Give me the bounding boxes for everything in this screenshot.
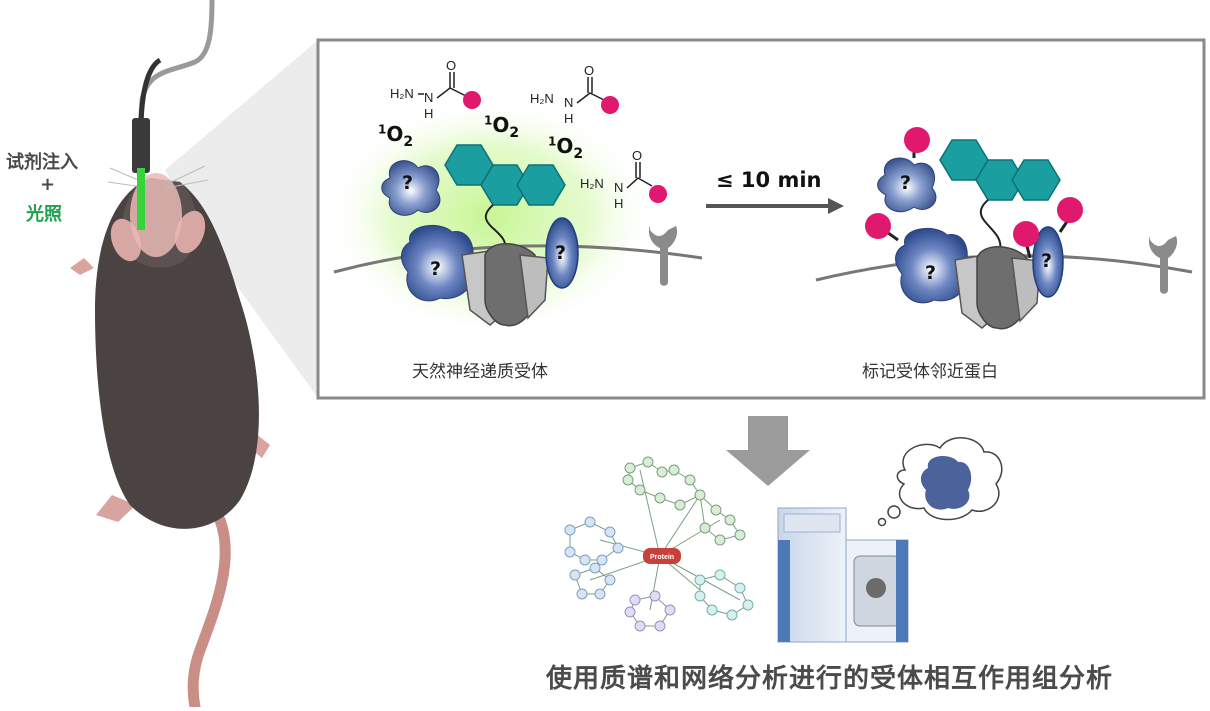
plus-label: +: [40, 174, 56, 195]
photocatalyst: [939, 139, 1061, 201]
unknown-mark: ?: [900, 172, 912, 194]
thought-bubble: [877, 437, 1003, 527]
svg-text:H₂N: H₂N: [390, 86, 414, 101]
zoom-projection: [165, 40, 318, 398]
illumination-label: 光照: [26, 204, 62, 225]
mouse-illustration: [70, 0, 270, 711]
singlet-oxygen-label: 1O2: [484, 113, 520, 141]
unknown-mark: ?: [1041, 250, 1053, 272]
left-caption: 天然神经递质受体: [412, 362, 548, 382]
svg-text:H: H: [424, 106, 433, 121]
singlet-oxygen-label: 1O2: [378, 122, 414, 150]
unknown-mark: ?: [430, 258, 442, 280]
svg-text:H₂N: H₂N: [580, 176, 604, 191]
bottom-caption: 使用质谱和网络分析进行的受体相互作用组分析: [546, 664, 1114, 694]
time-label: ≤ 10 min: [716, 168, 822, 192]
svg-text:O: O: [632, 148, 642, 163]
mass-spectrometer: [777, 507, 909, 643]
unknown-protein: [545, 217, 579, 289]
svg-text:H₂N: H₂N: [530, 91, 554, 106]
y-protein: [1148, 236, 1178, 294]
interaction-network: Protein: [564, 456, 754, 632]
svg-text:O: O: [446, 58, 456, 73]
hydrazide-probe: H₂N NH O: [390, 58, 481, 121]
svg-text:H: H: [614, 196, 623, 211]
network-hub: [643, 548, 681, 564]
hydrazide-probe: H₂N NH O: [530, 63, 619, 126]
receptor: [1011, 257, 1041, 323]
svg-text:N: N: [424, 90, 433, 105]
unknown-mark: ?: [555, 242, 567, 264]
unknown-protein: [381, 160, 441, 216]
unknown-mark: ?: [402, 172, 414, 194]
receptor: [519, 254, 549, 320]
svg-text:N: N: [564, 95, 573, 110]
svg-text:H: H: [564, 111, 573, 126]
labeled-protein: [877, 157, 937, 213]
photocatalyst: [444, 144, 566, 206]
svg-text:O: O: [584, 63, 594, 78]
network-hub-label: Protein: [650, 554, 674, 561]
unknown-protein: [401, 224, 474, 302]
svg-text:N: N: [614, 180, 623, 195]
singlet-oxygen-label: 1O2: [548, 134, 584, 162]
unknown-mark: ?: [925, 262, 937, 284]
injection-label: 试剂注入: [6, 152, 78, 173]
y-protein: [648, 226, 678, 286]
hydrazide-probe: H₂N NH O: [580, 148, 667, 211]
probe-label: [865, 127, 1083, 247]
right-caption: 标记受体邻近蛋白: [862, 362, 998, 382]
labeled-protein: [1032, 226, 1064, 298]
down-arrow: [726, 416, 810, 486]
